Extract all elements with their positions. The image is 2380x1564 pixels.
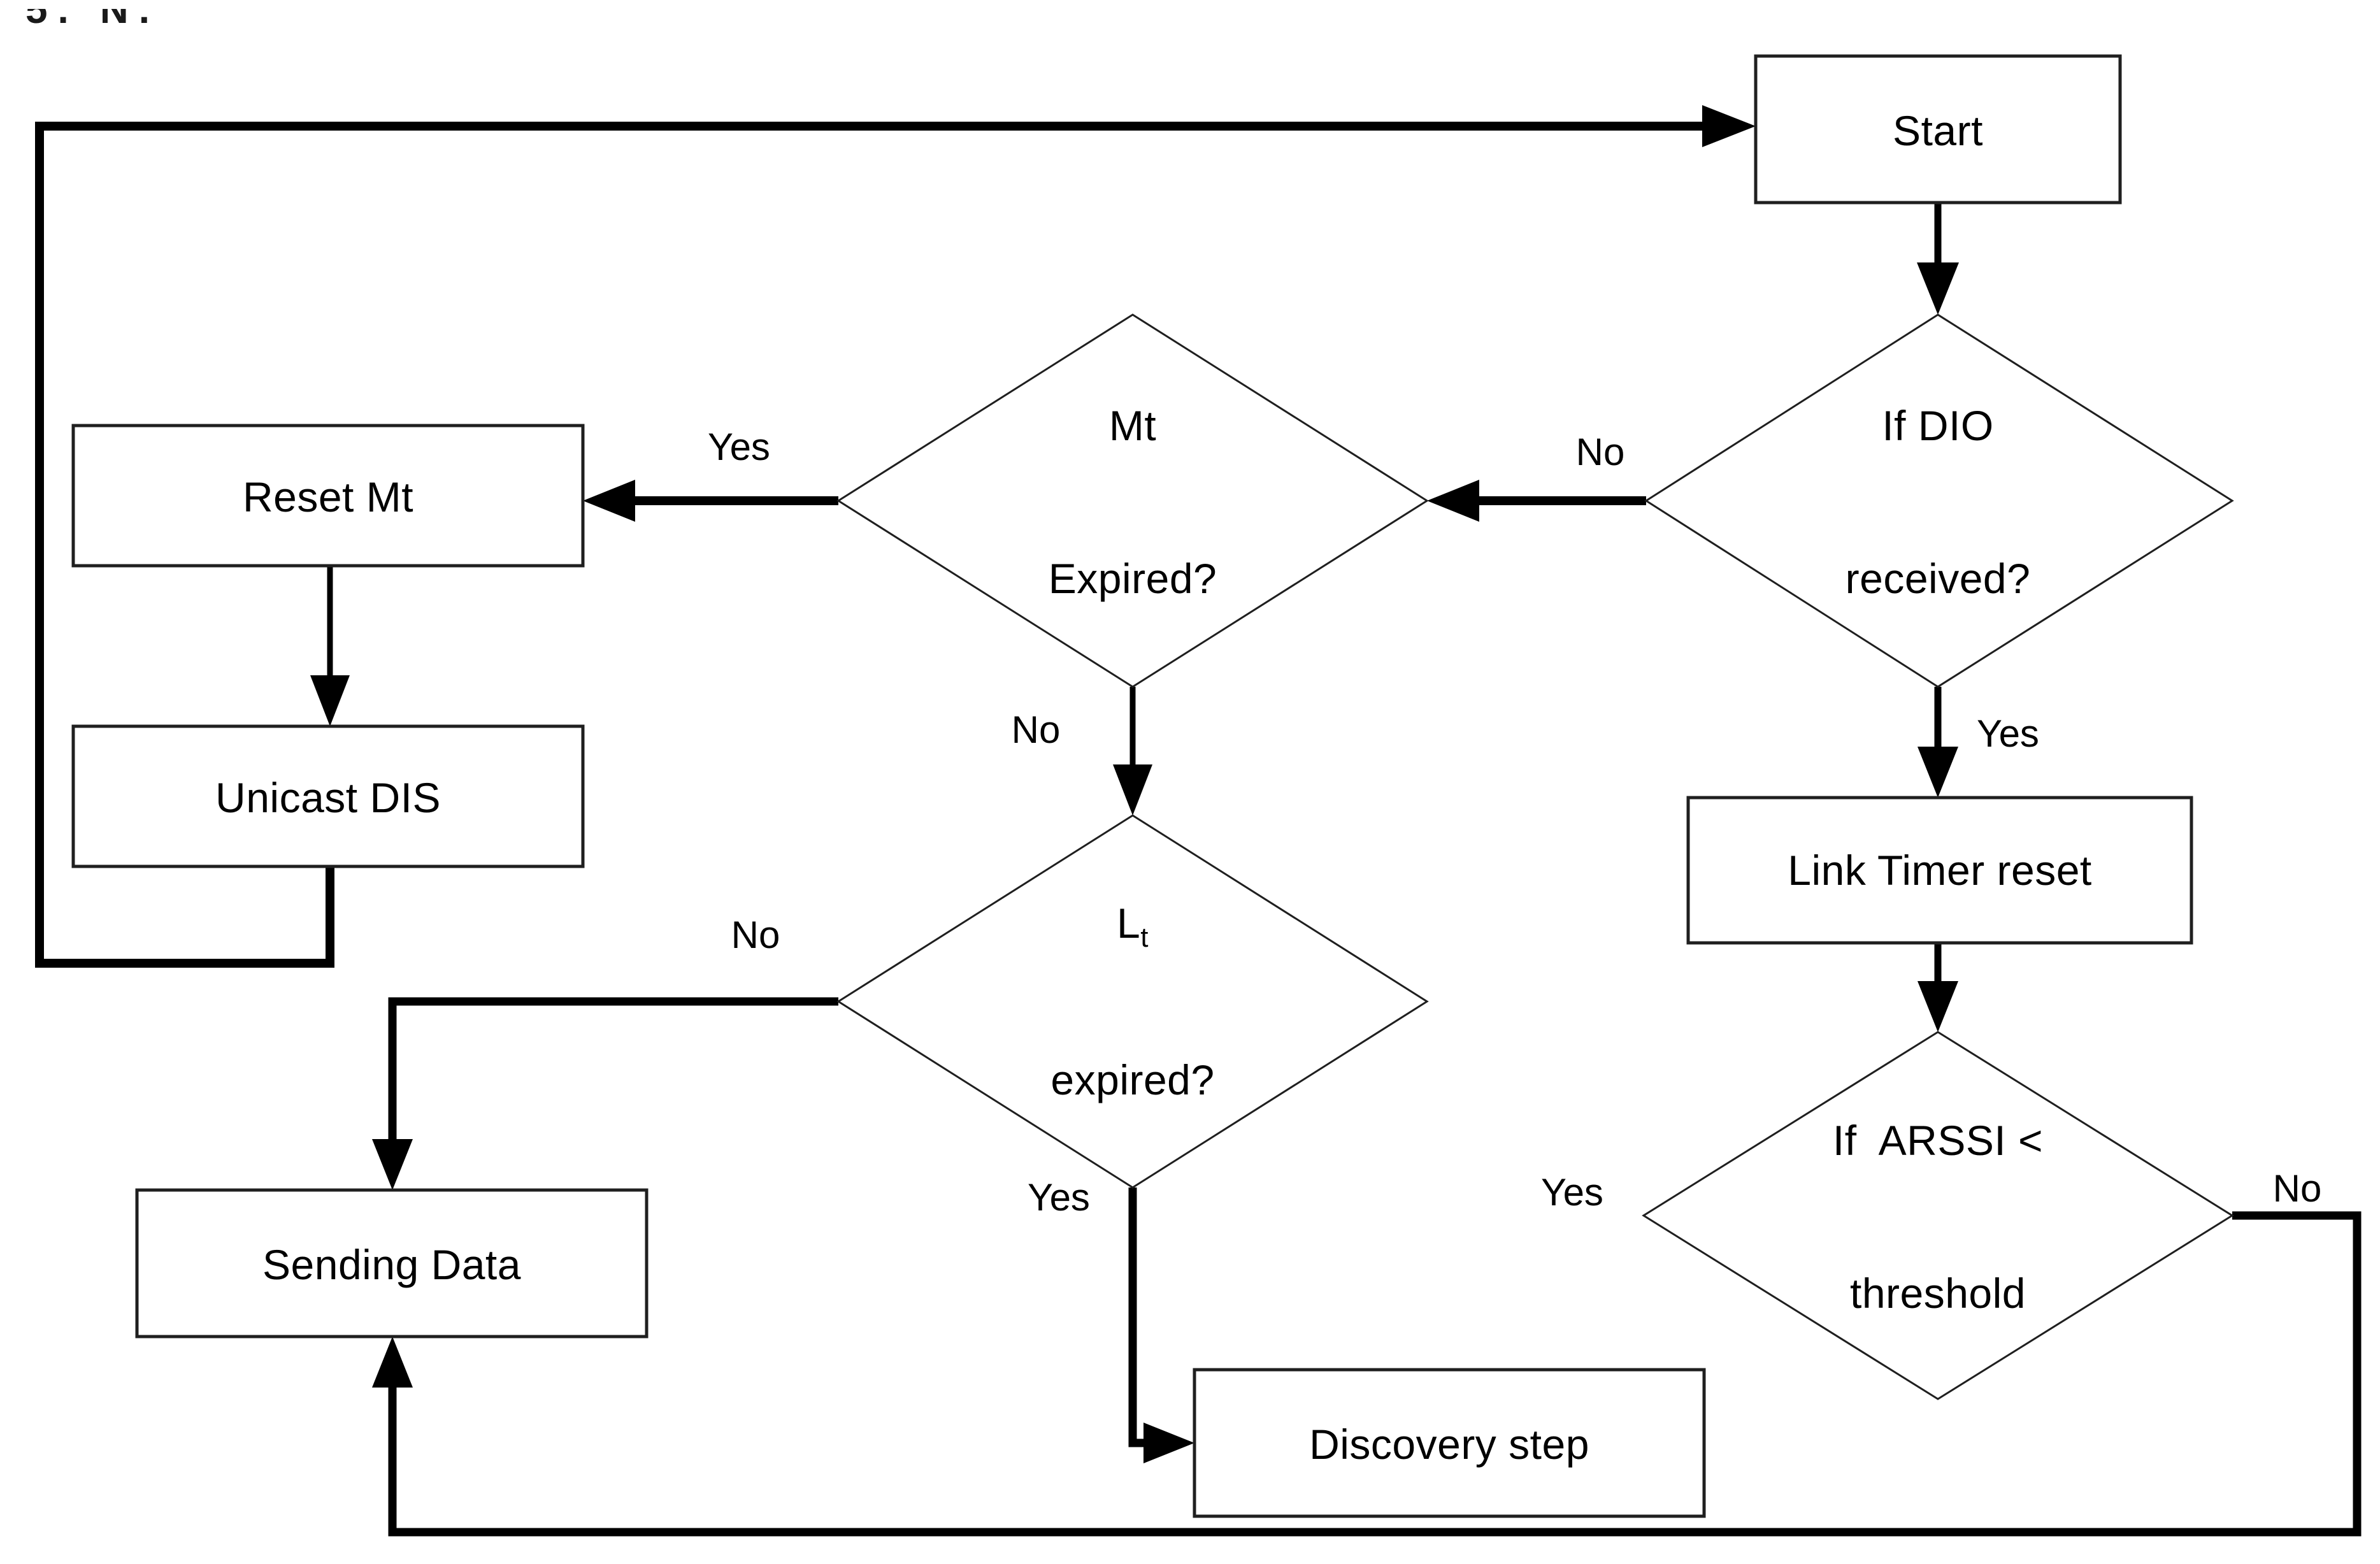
reset-mt-box bbox=[71, 424, 585, 568]
if-dio-label-line2: received? bbox=[1845, 555, 2031, 602]
edge-mt-to-reset-arrowhead bbox=[583, 480, 635, 522]
edge-reset-to-unicast-arrowhead bbox=[310, 675, 350, 726]
lt-expired-label-base: L bbox=[1117, 900, 1141, 947]
if-dio-label-line1: If DIO bbox=[1882, 402, 1994, 449]
sending-data-label: Sending Data bbox=[262, 1241, 521, 1288]
link-timer-reset-box bbox=[1686, 796, 2193, 945]
mt-expired-label-line2: Expired? bbox=[1048, 555, 1217, 602]
edge-unicast-loop-arrowhead bbox=[1702, 105, 1756, 147]
edge-mt-to-lt-arrowhead bbox=[1113, 764, 1152, 815]
edge-label-arssi-no: No bbox=[2272, 1167, 2322, 1210]
if-arssi-label-line1: If ARSSI < bbox=[1832, 1117, 2044, 1164]
edge-label-mt-no: No bbox=[1011, 708, 1061, 751]
lt-expired-label-line1: Lt bbox=[1117, 902, 1149, 952]
edge-arssi-no-loop-to-sending bbox=[388, 1211, 2362, 1537]
edge-unicast-loop-to-start bbox=[35, 122, 1711, 968]
edge-dio-to-mt-arrowhead bbox=[1427, 480, 1479, 522]
edge-label-dio-yes: Yes bbox=[1977, 712, 2039, 755]
edge-label-lt-yes: Yes bbox=[1028, 1176, 1090, 1219]
edge-dio-to-linktimer-arrowhead bbox=[1918, 747, 1958, 798]
edge-lt-no-arrowhead bbox=[372, 1139, 413, 1190]
discovery-step-label: Discovery step bbox=[1309, 1421, 1589, 1468]
mt-expired-diamond bbox=[836, 313, 1429, 688]
reset-mt-label: Reset Mt bbox=[242, 473, 414, 520]
discovery-step-box bbox=[1193, 1368, 1706, 1518]
sending-data-box bbox=[135, 1188, 649, 1338]
start-label: Start bbox=[1893, 107, 1983, 154]
edge-label-mt-yes: Yes bbox=[708, 426, 770, 468]
if-arssi-label-line2: threshold bbox=[1849, 1270, 2026, 1317]
top-left-cutoff-text: 5. N. bbox=[25, 9, 382, 45]
start-box bbox=[1754, 54, 2122, 204]
lt-expired-diamond bbox=[836, 814, 1429, 1189]
edge-arssi-no-arrowhead bbox=[372, 1337, 413, 1388]
edge-label-dio-no: No bbox=[1575, 431, 1625, 473]
lt-expired-label-subscript: t bbox=[1140, 922, 1149, 953]
edge-label-arssi-yes: Yes bbox=[1541, 1171, 1603, 1214]
edge-start-to-dio-arrowhead bbox=[1917, 262, 1959, 315]
top-left-cutoff-text-content: 5. N. bbox=[25, 9, 160, 32]
lt-expired-label-line2: expired? bbox=[1050, 1056, 1215, 1103]
mt-expired-label-line1: Mt bbox=[1108, 402, 1157, 449]
unicast-dis-box bbox=[71, 724, 585, 868]
edge-label-lt-no: No bbox=[731, 914, 780, 956]
link-timer-reset-label: Link Timer reset bbox=[1788, 847, 2092, 894]
edge-lt-yes-to-discovery bbox=[1128, 1187, 1147, 1447]
if-dio-diamond bbox=[1644, 313, 2234, 688]
edge-lt-no-to-sending bbox=[388, 997, 838, 1142]
unicast-dis-label: Unicast DIS bbox=[215, 774, 441, 821]
if-arssi-diamond bbox=[1642, 1031, 2234, 1400]
edge-linktimer-to-arssi-arrowhead bbox=[1918, 981, 1958, 1032]
edge-lt-yes-arrowhead bbox=[1143, 1423, 1194, 1463]
